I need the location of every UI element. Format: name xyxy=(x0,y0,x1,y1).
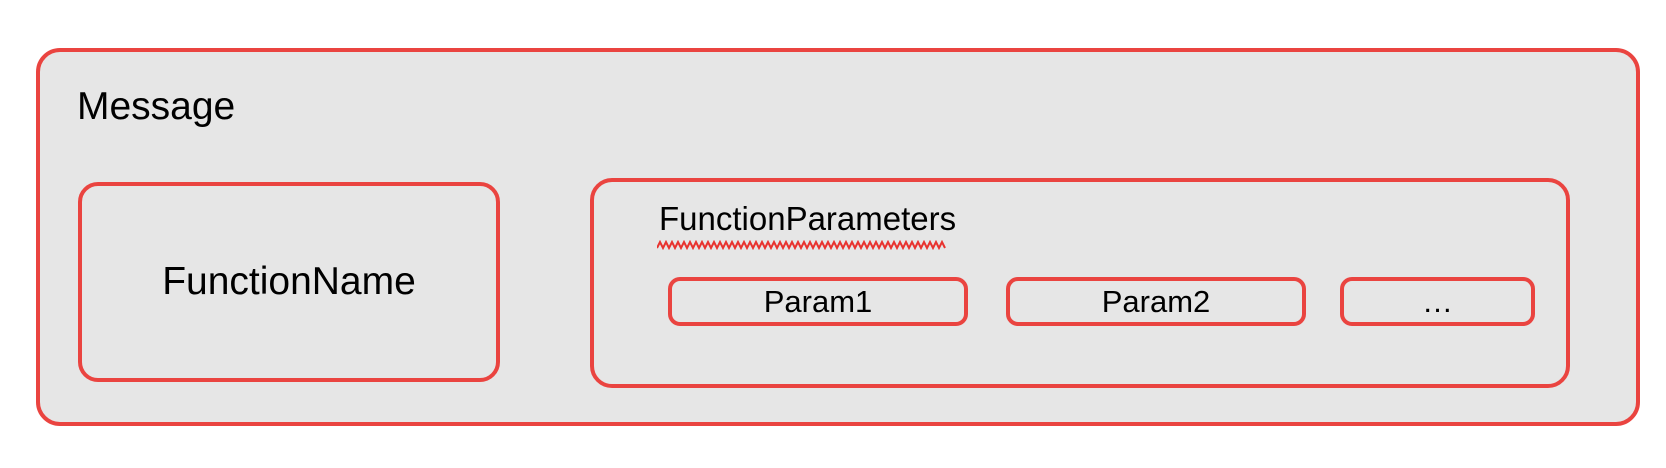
message-label: Message xyxy=(77,85,236,128)
param-chip[interactable] xyxy=(1006,277,1306,326)
param-chip-label: Param2 xyxy=(1101,283,1211,319)
param-chip[interactable] xyxy=(668,277,968,326)
function-parameters-label: FunctionParameters xyxy=(659,200,957,237)
param-chip-overflow-label: … xyxy=(1422,283,1453,319)
function-name-label: FunctionName xyxy=(162,260,416,303)
spellcheck-squiggle-icon xyxy=(657,240,946,250)
function-name-container[interactable] xyxy=(78,182,500,382)
param-chip-overflow[interactable] xyxy=(1340,277,1535,326)
param-chip-label: Param1 xyxy=(763,283,873,319)
